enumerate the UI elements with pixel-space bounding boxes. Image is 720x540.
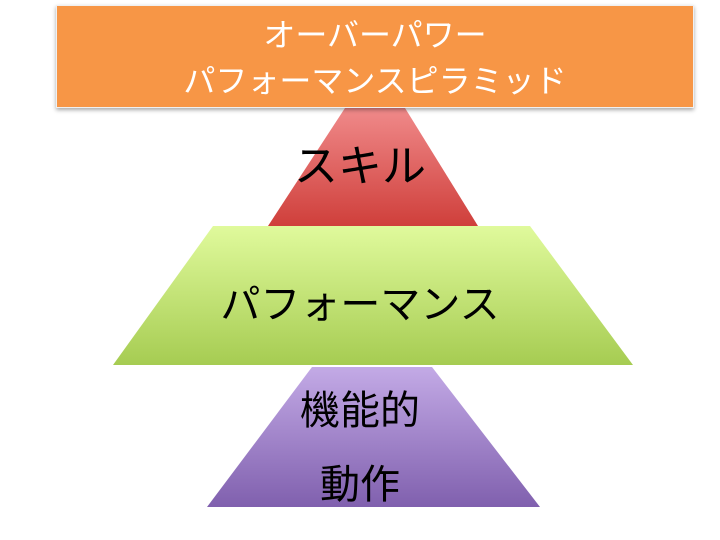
- skill-tier: [268, 108, 478, 226]
- skill-label: スキル: [294, 141, 426, 192]
- performance-label: パフォーマンス: [220, 282, 500, 328]
- title-box: オーバーパワー パフォーマンスピラミッド: [56, 5, 694, 108]
- title-line-1: オーバーパワー: [263, 16, 487, 54]
- functional-label-line-2: 動作: [320, 462, 400, 508]
- functional-label-line-1: 機能的: [300, 388, 420, 434]
- performance-tier: [113, 226, 633, 365]
- functional-movement-tier: [207, 367, 540, 507]
- title-line-2: パフォーマンスピラミッド: [183, 62, 567, 100]
